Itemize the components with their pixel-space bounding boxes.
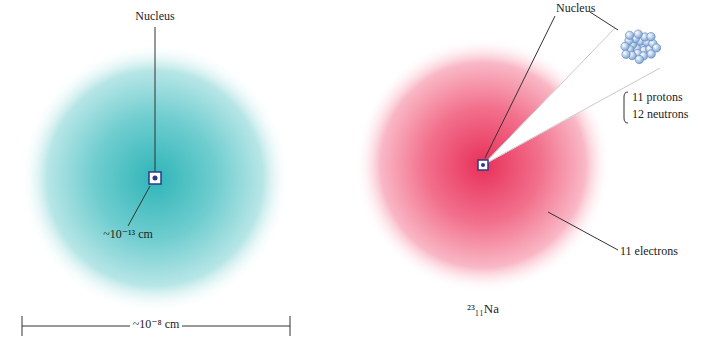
- part-label: Nucleus: [556, 2, 595, 16]
- part-label: Nucleus: [135, 10, 174, 24]
- leader-line: [128, 186, 150, 226]
- dimension-label: ~10⁻¹³ cm: [103, 228, 153, 242]
- part-label: 11 electrons: [620, 245, 678, 259]
- leader-line: [155, 27, 156, 171]
- dimension-label: ~10⁻⁸ cm: [130, 318, 183, 332]
- leader-line: [548, 212, 618, 250]
- part-label: 11 protons: [632, 91, 683, 105]
- bracket: [624, 92, 628, 123]
- leader-line: [485, 16, 555, 158]
- part-label: 12 neutrons: [632, 108, 688, 122]
- nucleus-closeup: [621, 30, 661, 64]
- element-symbol: ²³₁₁Na: [467, 302, 499, 317]
- nucleus: [149, 172, 161, 184]
- nucleus: [478, 160, 488, 170]
